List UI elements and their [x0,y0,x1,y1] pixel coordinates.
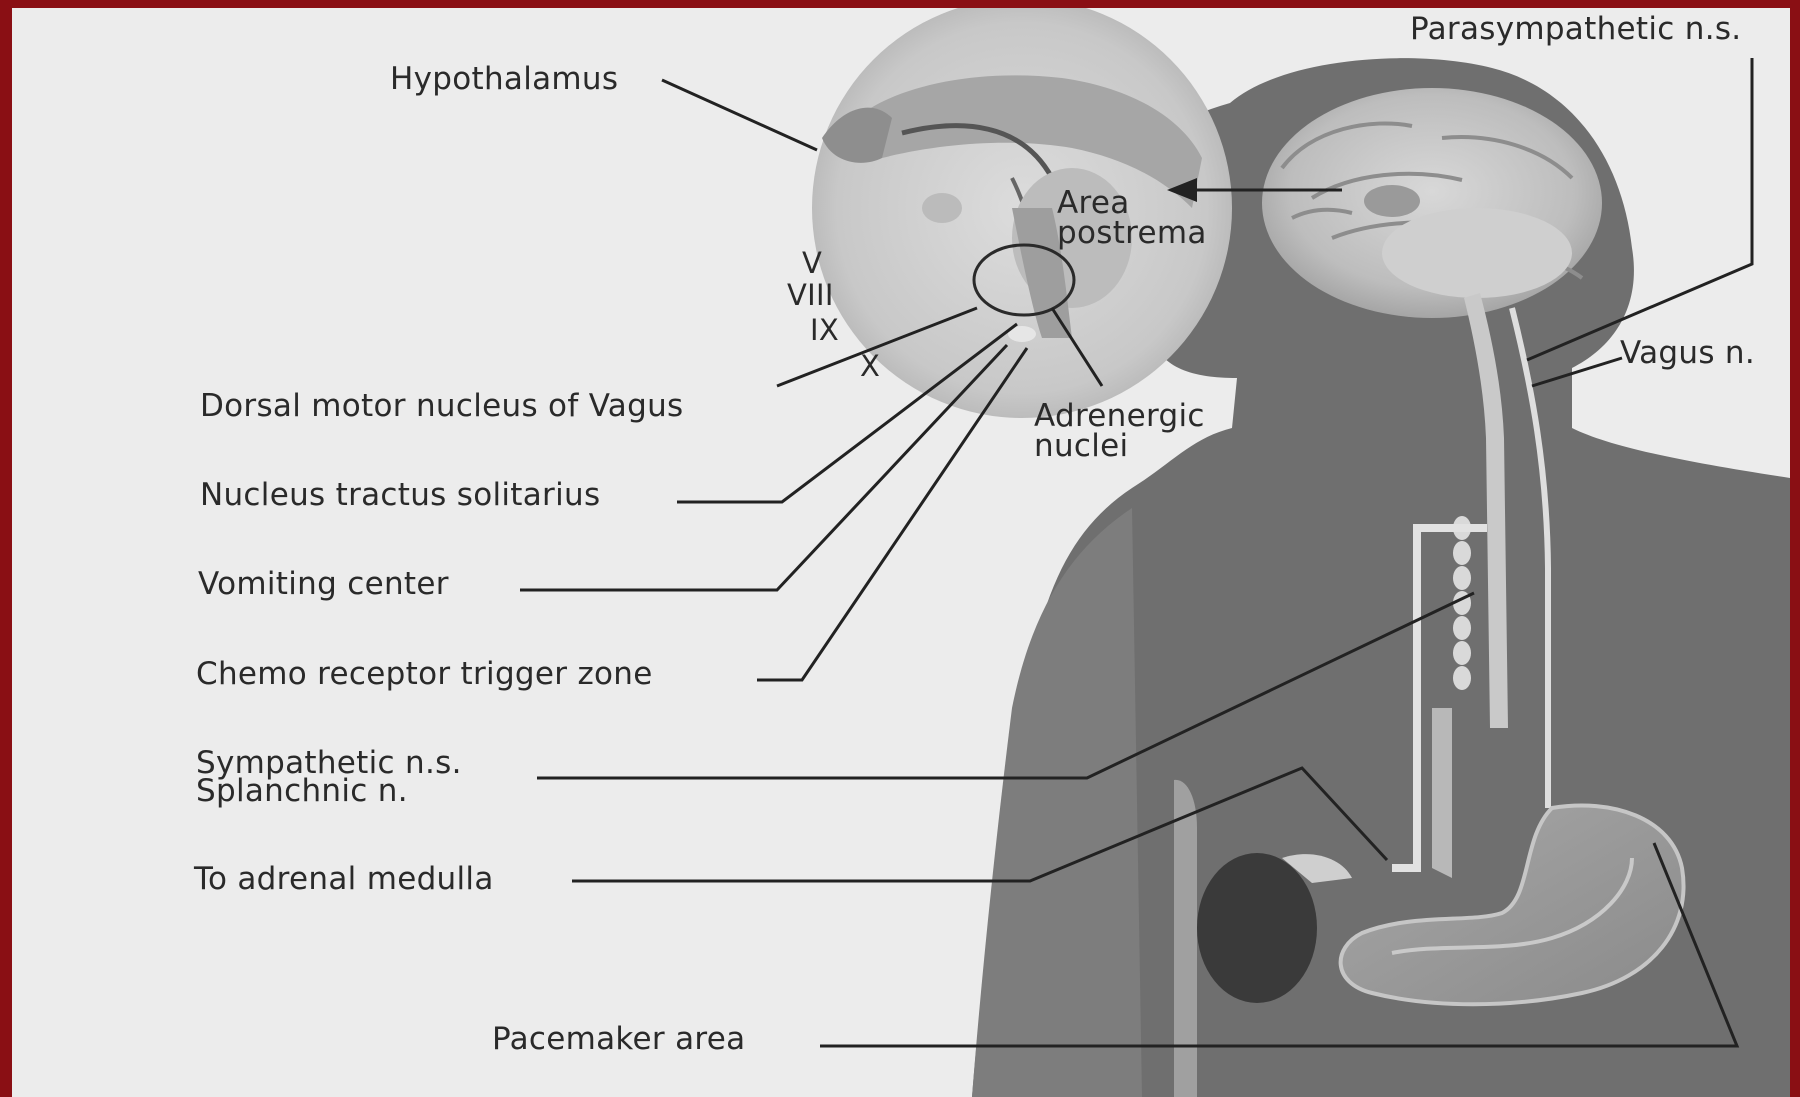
diagram-paper: Hypothalamus Parasympathetic n.s. Area p… [12,8,1790,1097]
chemoreceptor-trigger-zone-label: Chemo receptor trigger zone [196,659,653,689]
hypothalamus-label: Hypothalamus [390,64,618,94]
parasympathetic-label: Parasympathetic n.s. [1410,14,1741,44]
cranial-nerve-viii-label: VIII [787,280,834,310]
area-postrema-label-line2: postrema [1057,218,1207,248]
cranial-nerve-ix-label: IX [810,315,839,345]
cranial-nerve-x-label: X [860,351,880,381]
area-postrema-label-line1: Area [1057,188,1130,218]
vomiting-center-label: Vomiting center [198,569,449,599]
adrenergic-nuclei-label-line1: Adrenergic [1034,401,1205,431]
nucleus-tractus-solitarius-label: Nucleus tractus solitarius [200,480,600,510]
dorsal-motor-nucleus-label: Dorsal motor nucleus of Vagus [200,391,683,421]
vagus-nerve-label: Vagus n. [1620,338,1755,368]
adrenal-medulla-label: To adrenal medulla [194,864,494,894]
body-shade [972,508,1142,1097]
arm-shape [1174,780,1197,1097]
adrenergic-nuclei-label-line2: nuclei [1034,431,1128,461]
pacemaker-area-label: Pacemaker area [492,1024,745,1054]
brain-illustration [1262,88,1602,318]
emesis-pathway-diagram [12,8,1790,1097]
esophagus [1432,708,1452,878]
splanchnic-nerve-label: Splanchnic n. [196,776,408,806]
cranial-nerve-v-label: V [802,248,822,278]
